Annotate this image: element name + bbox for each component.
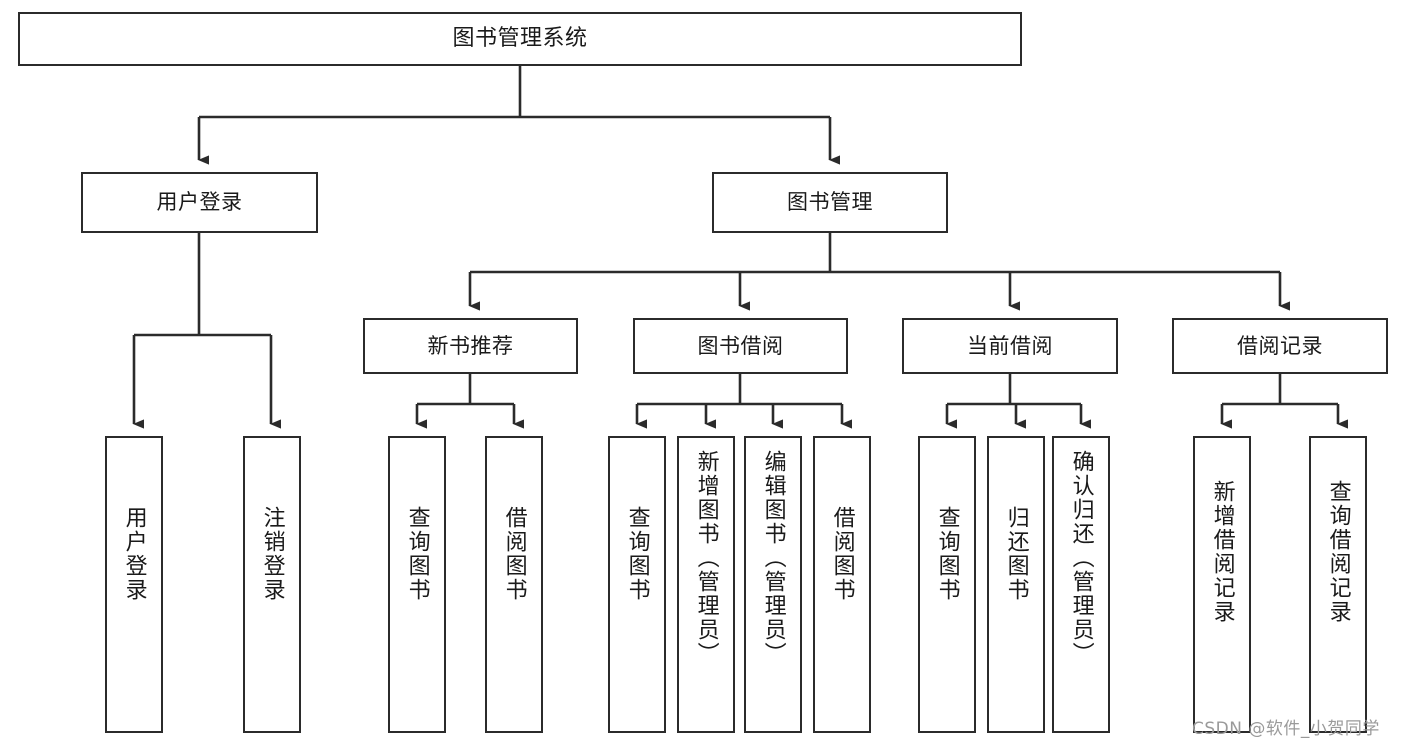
node-label: 借阅记录 bbox=[1237, 333, 1323, 358]
node-label: 查询图书 bbox=[624, 506, 650, 602]
leaf-query-book-1[interactable]: 查询图书 bbox=[388, 436, 446, 733]
leaf-logout-login[interactable]: 注销登录 bbox=[243, 436, 301, 733]
node-label: 查询借阅记录 bbox=[1325, 480, 1351, 624]
csdn-watermark: CSDN @软件_小贺同学 bbox=[1192, 719, 1380, 739]
node-label: 用户登录 bbox=[121, 506, 147, 602]
node-label: 当前借阅 bbox=[967, 333, 1053, 358]
node-label: 图书管理系统 bbox=[452, 26, 588, 52]
leaf-query-borrow-record[interactable]: 查询借阅记录 bbox=[1309, 436, 1367, 733]
node-user-login[interactable]: 用户登录 bbox=[81, 172, 318, 233]
node-borrow-record[interactable]: 借阅记录 bbox=[1172, 318, 1388, 374]
node-label: 确认归还（管理员） bbox=[1068, 450, 1094, 666]
leaf-confirm-return[interactable]: 确认归还（管理员） bbox=[1052, 436, 1110, 733]
node-label: 图书借阅 bbox=[697, 333, 784, 358]
leaf-user-login[interactable]: 用户登录 bbox=[105, 436, 163, 733]
node-label: 新增图书（管理员） bbox=[693, 450, 719, 666]
node-current-borrow[interactable]: 当前借阅 bbox=[902, 318, 1118, 374]
leaf-add-borrow-record[interactable]: 新增借阅记录 bbox=[1193, 436, 1251, 733]
node-label: 借阅图书 bbox=[501, 506, 527, 602]
node-label: 新书推荐 bbox=[427, 333, 514, 358]
node-label: 借阅图书 bbox=[829, 506, 855, 602]
leaf-query-book-2[interactable]: 查询图书 bbox=[608, 436, 666, 733]
node-label: 图书管理 bbox=[787, 190, 873, 215]
node-root-library-management-system[interactable]: 图书管理系统 bbox=[18, 12, 1022, 66]
node-book-borrow[interactable]: 图书借阅 bbox=[633, 318, 848, 374]
leaf-add-book[interactable]: 新增图书（管理员） bbox=[677, 436, 735, 733]
node-label: 查询图书 bbox=[934, 506, 960, 602]
node-label: 用户登录 bbox=[156, 190, 243, 215]
node-label: 新增借阅记录 bbox=[1209, 480, 1235, 624]
node-label: 查询图书 bbox=[404, 506, 430, 602]
leaf-return-book[interactable]: 归还图书 bbox=[987, 436, 1045, 733]
leaf-query-book-3[interactable]: 查询图书 bbox=[918, 436, 976, 733]
leaf-edit-book[interactable]: 编辑图书（管理员） bbox=[744, 436, 802, 733]
leaf-borrow-book-2[interactable]: 借阅图书 bbox=[813, 436, 871, 733]
node-book-manage[interactable]: 图书管理 bbox=[712, 172, 948, 233]
node-label: 编辑图书（管理员） bbox=[760, 450, 786, 666]
node-label: 归还图书 bbox=[1003, 506, 1029, 602]
node-new-book-recommend[interactable]: 新书推荐 bbox=[363, 318, 578, 374]
leaf-borrow-book-1[interactable]: 借阅图书 bbox=[485, 436, 543, 733]
node-label: 注销登录 bbox=[259, 506, 285, 602]
